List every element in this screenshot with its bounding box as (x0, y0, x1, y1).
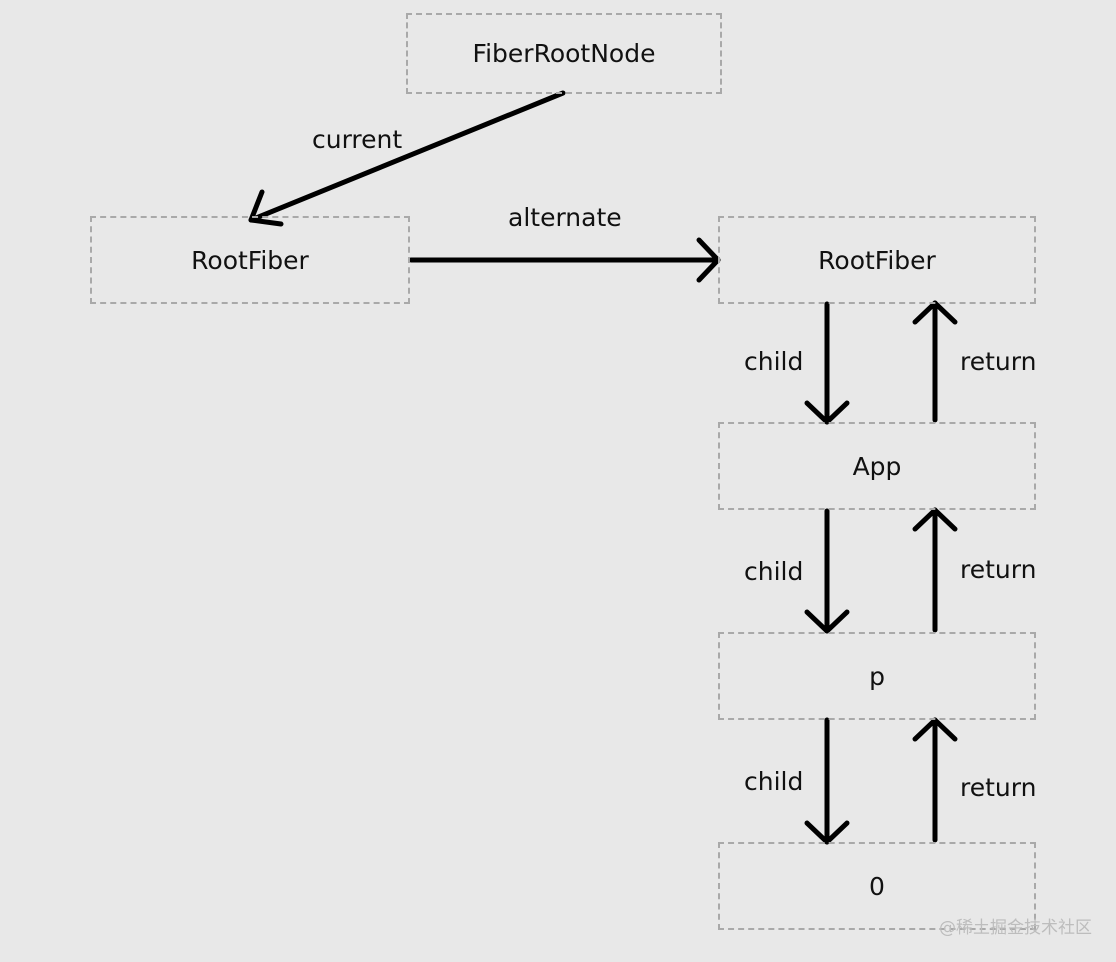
return-label-3: return (960, 773, 1037, 802)
return-label-1: return (960, 347, 1037, 376)
child-label-1: child (744, 347, 804, 376)
return-arrow-1 (912, 300, 958, 423)
child-arrow-2 (804, 508, 850, 634)
p-node: p (718, 632, 1036, 720)
child-arrow-1 (804, 301, 850, 425)
child-label-3: child (744, 767, 804, 796)
current-root-fiber-node: RootFiber (90, 216, 410, 304)
watermark: @稀土掘金技术社区 (939, 918, 1092, 938)
return-arrow-3 (912, 717, 958, 843)
app-node: App (718, 422, 1036, 510)
alternate-label: alternate (508, 203, 622, 232)
return-label-2: return (960, 555, 1037, 584)
wip-root-fiber-node: RootFiber (718, 216, 1036, 304)
fiber-root-node: FiberRootNode (406, 13, 722, 94)
current-arrow (248, 90, 566, 227)
child-arrow-3 (804, 717, 850, 845)
zero-node: 0 (718, 842, 1036, 930)
child-label-2: child (744, 557, 804, 586)
return-arrow-2 (912, 507, 958, 633)
current-label: current (312, 125, 403, 154)
alternate-arrow (408, 237, 721, 283)
